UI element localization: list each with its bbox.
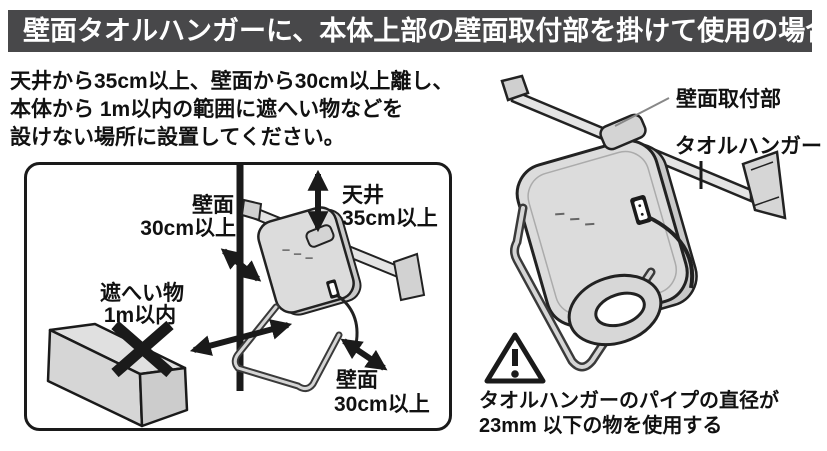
towel-bar-wall-bracket [741, 150, 787, 220]
power-switch [630, 195, 652, 225]
clearance-diagram: 壁面 30cm以上 天井 35cm以上 遮へい物 1m以内 壁面 30cm以上 [24, 162, 452, 431]
section-header: 壁面タオルハンガーに、本体上部の壁面取付部を掛けて使用の場合 [8, 10, 827, 52]
caution-note: タオルハンガーのパイプの直径が 23mm 以下の物を使用する [479, 330, 819, 439]
obstacle-label-2: 1m以内 [104, 303, 176, 327]
wall-mount-part [599, 113, 647, 151]
caution-text: タオルハンガーのパイプの直径が 23mm 以下の物を使用する [479, 389, 819, 439]
stand-loop-highlight [512, 206, 653, 369]
towel-hanger-label: タオルハンガー [675, 135, 822, 158]
prohibited-x-mark [111, 320, 174, 378]
intro-line-1: 天井から35cm以上、壁面から30cm以上離し、 [10, 70, 454, 93]
wall-mount-leader-line [614, 97, 670, 127]
device-logo-marks [555, 212, 595, 226]
towel-bar-left-cap [240, 198, 263, 222]
stand-loop-small-highlight [233, 305, 341, 391]
wall-top-label-2: 30cm以上 [140, 217, 236, 240]
installation-diagram: 壁面取付部 タオルハンガー [500, 74, 822, 372]
ceiling-label-2: 35cm以上 [342, 207, 438, 230]
wall-mount-label: 壁面取付部 [676, 87, 781, 111]
ceiling-label-1: 天井 [342, 184, 384, 207]
wall-clearance-arrow-top [220, 248, 262, 282]
device-logo-marks [282, 249, 313, 259]
wall-top-label-1: 壁面 [192, 193, 234, 217]
obstacle-label-1: 遮へい物 [100, 281, 184, 305]
section-title: 壁面タオルハンガーに、本体上部の壁面取付部を掛けて使用の場合 [23, 16, 827, 46]
towel-bar-left-cap [500, 74, 530, 102]
caution-line-1: タオルハンガーのパイプの直径が [479, 390, 779, 412]
intro-line-3: 設けない場所に設置してください。 [10, 126, 345, 149]
obstacle-clearance-arrow [189, 319, 293, 356]
towel-bar-wall-bracket [392, 252, 426, 302]
wall-bracket-detail [750, 161, 780, 207]
power-cord [647, 215, 695, 289]
intro-paragraph: 天井から35cm以上、壁面から30cm以上離し、 本体から 1m以内の範囲に遮へ… [10, 68, 453, 152]
power-switch-small [326, 279, 340, 299]
caution-line-2: 23mm 以下の物を使用する [479, 415, 723, 437]
intro-line-2: 本体から 1m以内の範囲に遮へい物などを [10, 98, 404, 121]
wall-bottom-label-1: 壁面 [336, 368, 378, 392]
wall-bottom-label-2: 30cm以上 [334, 393, 430, 416]
obstacle-right [138, 366, 189, 428]
device-handle [567, 273, 663, 347]
wall-clearance-arrow-bottom [340, 338, 388, 371]
warning-icon [484, 332, 546, 384]
